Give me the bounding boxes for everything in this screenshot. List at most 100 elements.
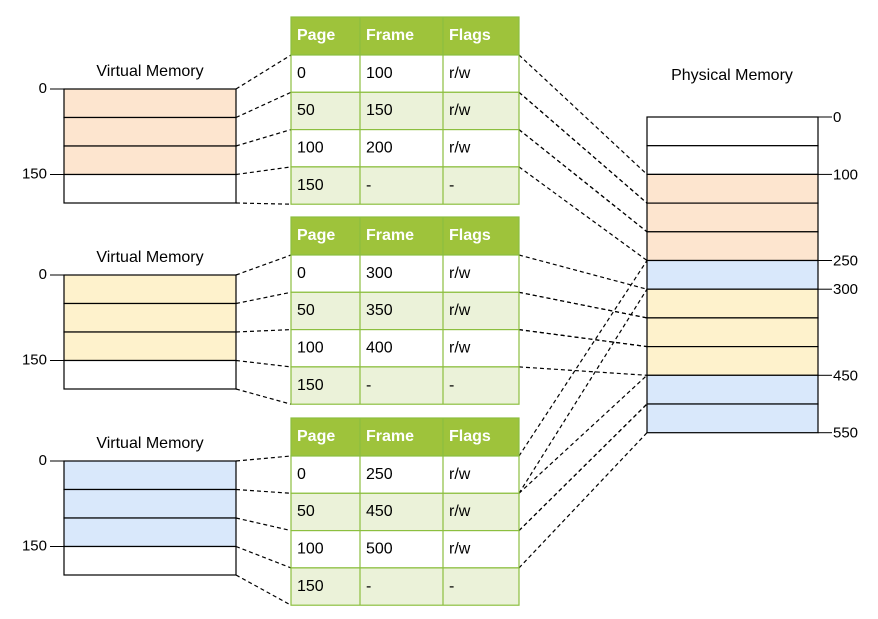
table-to-physical-line — [518, 403, 648, 532]
physical-frame-block — [646, 374, 819, 405]
table-to-physical-line — [518, 329, 648, 348]
table-cell-flags: r/w — [449, 65, 471, 82]
table-to-physical-line — [518, 374, 648, 494]
virtual-page-block — [63, 116, 237, 147]
column-header: Page — [297, 227, 335, 244]
page-table-row — [290, 455, 520, 494]
table-to-physical-line — [518, 366, 648, 376]
virtual-to-table-line — [235, 202, 292, 205]
virtual-memory-title: Virtual Memory — [96, 63, 203, 80]
table-cell-page: 100 — [297, 540, 324, 557]
table-cell-page: 150 — [297, 177, 324, 194]
virtual-page-block — [63, 545, 237, 576]
virtual-to-table-line — [235, 517, 292, 532]
page-table-row — [290, 492, 520, 532]
table-cell-frame: 250 — [366, 466, 393, 483]
virtual-to-table-line — [235, 359, 292, 368]
column-header: Page — [297, 27, 335, 44]
table-cell-frame: 400 — [366, 339, 393, 356]
page-table-row — [290, 254, 520, 293]
table-cell-frame: 300 — [366, 265, 393, 282]
table-cell-page: 0 — [297, 466, 306, 483]
physical-memory — [646, 116, 832, 434]
virtual-address-label: 0 — [39, 80, 47, 97]
page-table-row — [290, 567, 520, 606]
physical-address-label: 300 — [833, 281, 858, 298]
physical-frame-block — [646, 346, 819, 376]
virtual-page-block — [63, 460, 237, 491]
virtual-memory-title: Virtual Memory — [96, 435, 203, 452]
process-1 — [50, 88, 237, 204]
table-cell-frame: - — [366, 377, 371, 394]
page-table-2 — [290, 216, 520, 405]
table-to-physical-line — [518, 260, 648, 457]
column-header: Flags — [449, 27, 491, 44]
diagram-shapes — [50, 16, 832, 606]
physical-frame-block — [646, 173, 819, 204]
table-cell-frame: 100 — [366, 65, 393, 82]
physical-frame-block — [646, 288, 819, 319]
virtual-to-table-line — [235, 129, 292, 147]
table-cell-page: 50 — [297, 302, 315, 319]
table-cell-page: 100 — [297, 139, 324, 156]
page-table-row — [290, 91, 520, 131]
table-cell-flags: - — [449, 177, 454, 194]
virtual-page-block — [63, 331, 237, 362]
table-cell-frame: 350 — [366, 302, 393, 319]
column-header: Frame — [366, 428, 414, 445]
virtual-page-block — [63, 488, 237, 519]
virtual-to-table-line — [235, 388, 292, 405]
virtual-address-label: 150 — [22, 165, 47, 182]
physical-frame-block — [646, 231, 819, 262]
virtual-to-table-line — [235, 91, 292, 119]
table-to-physical-line — [518, 403, 648, 532]
table-to-physical-line — [518, 91, 648, 204]
table-cell-frame: - — [366, 177, 371, 194]
virtual-address-label: 0 — [39, 452, 47, 469]
process-2 — [50, 274, 237, 390]
virtual-to-table-line — [235, 455, 292, 462]
table-cell-page: 50 — [297, 102, 315, 119]
column-header: Frame — [366, 27, 414, 44]
physical-frame-block — [646, 145, 819, 175]
column-header: Page — [297, 428, 335, 445]
table-cell-flags: - — [449, 377, 454, 394]
physical-address-label: 0 — [833, 109, 841, 126]
physical-frame-block — [646, 202, 819, 233]
virtual-page-block — [63, 302, 237, 333]
physical-memory-title: Physical Memory — [671, 67, 793, 84]
table-cell-frame: 450 — [366, 503, 393, 520]
table-cell-flags: r/w — [449, 102, 471, 119]
physical-frame-block — [646, 403, 819, 434]
page-table-row — [290, 529, 520, 569]
table-to-physical-line — [518, 166, 648, 261]
table-to-physical-line — [518, 54, 648, 175]
virtual-to-table-line — [235, 488, 292, 494]
process-3 — [50, 460, 237, 576]
table-cell-frame: 150 — [366, 102, 393, 119]
table-to-physical-line — [518, 129, 648, 233]
virtual-to-table-line — [235, 574, 292, 606]
physical-frame-block — [646, 259, 819, 290]
table-cell-flags: r/w — [449, 466, 471, 483]
table-cell-frame: 500 — [366, 540, 393, 557]
table-cell-flags: r/w — [449, 503, 471, 520]
page-table-3 — [290, 417, 520, 606]
virtual-address-label: 150 — [22, 537, 47, 554]
table-cell-flags: r/w — [449, 540, 471, 557]
virtual-page-block — [63, 517, 237, 548]
page-table-row — [290, 366, 520, 405]
physical-frame-block — [646, 116, 819, 147]
page-table-row — [290, 54, 520, 93]
page-table-1 — [290, 16, 520, 205]
table-to-physical-line — [518, 432, 648, 569]
virtual-address-label: 150 — [22, 351, 47, 368]
table-to-physical-line — [518, 291, 648, 319]
table-cell-page: 150 — [297, 377, 324, 394]
page-table-row — [290, 166, 520, 205]
table-cell-flags: - — [449, 578, 454, 595]
virtual-to-table-line — [235, 329, 292, 333]
column-header: Frame — [366, 227, 414, 244]
